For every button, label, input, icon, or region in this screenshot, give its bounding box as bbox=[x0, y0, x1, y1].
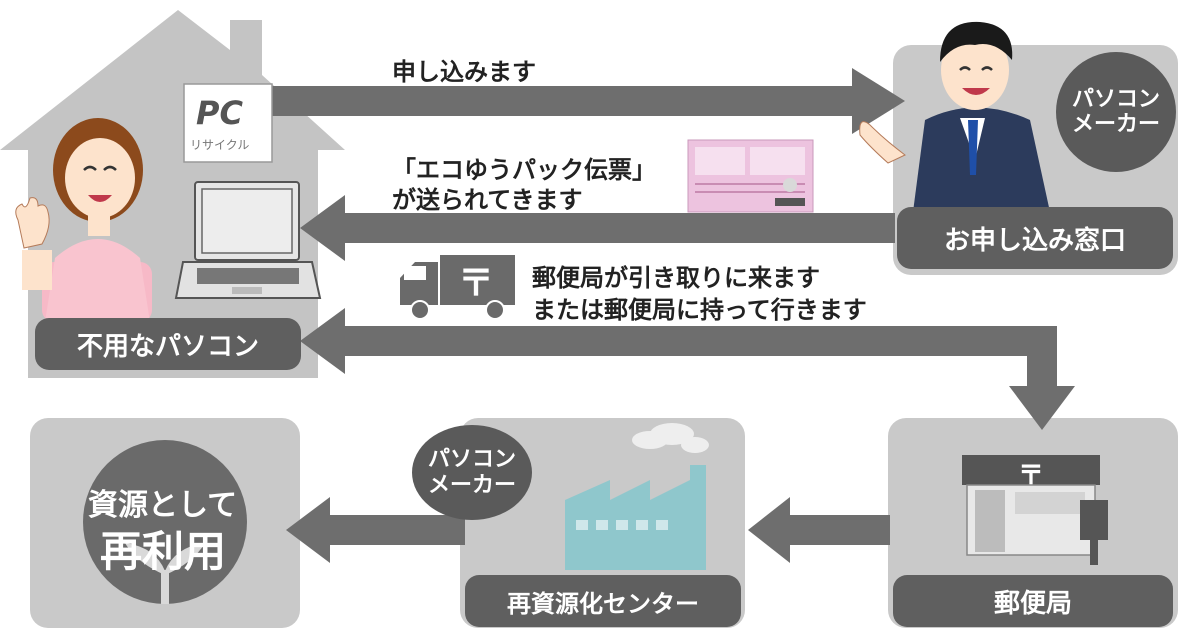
truck-icon bbox=[400, 255, 515, 320]
eco-yupack-slip bbox=[687, 139, 814, 213]
recycling-center-label: 再資源化センター bbox=[465, 575, 741, 627]
maker-badge: パソコン メーカー bbox=[1056, 52, 1176, 172]
home-label: 不用なパソコン bbox=[35, 318, 301, 370]
step-pickup-line2: または郵便局に持って行きます bbox=[532, 296, 867, 324]
recycle-badge-line2: メーカー bbox=[427, 472, 516, 498]
step-pickup-line1: 郵便局が引き取りに来ます bbox=[532, 264, 820, 292]
arrow-to-center bbox=[748, 497, 890, 563]
recycle-maker-badge: パソコン メーカー bbox=[412, 425, 532, 520]
reuse-circle bbox=[83, 440, 247, 604]
recycle-badge-line1: パソコン bbox=[427, 447, 516, 473]
step-slip-line1: 「エコゆうパック伝票」 bbox=[392, 156, 656, 184]
pc-logo-caption: リサイクル bbox=[190, 138, 250, 152]
arrow-to-reuse bbox=[286, 497, 465, 563]
post-office-sign-symbol: 〒 bbox=[1018, 461, 1045, 491]
pc-logo-mark: PC bbox=[196, 94, 243, 132]
arrow-slip bbox=[300, 195, 895, 261]
factory-illustration bbox=[565, 423, 709, 570]
maker-badge-line1: パソコン bbox=[1071, 86, 1160, 112]
reuse-line1: 資源として bbox=[88, 488, 238, 523]
truck-post-symbol: 〒 bbox=[458, 263, 495, 304]
woman-illustration bbox=[15, 118, 152, 322]
application-counter-label: お申し込み窓口 bbox=[897, 207, 1173, 269]
arrow-apply bbox=[262, 68, 905, 134]
staff-illustration bbox=[859, 21, 1055, 235]
maker-badge-line2: メーカー bbox=[1071, 112, 1160, 137]
arrow-pickup bbox=[300, 308, 1075, 430]
step-apply-text: 申し込みます bbox=[392, 58, 536, 86]
post-office-building bbox=[962, 455, 1108, 565]
laptop-illustration bbox=[174, 181, 322, 299]
post-office-label: 郵便局 bbox=[893, 575, 1173, 627]
reuse-line2: 再利用 bbox=[100, 527, 227, 576]
pc-recycle-logo bbox=[183, 83, 273, 163]
step-slip-line2: が送られてきます bbox=[392, 186, 583, 214]
